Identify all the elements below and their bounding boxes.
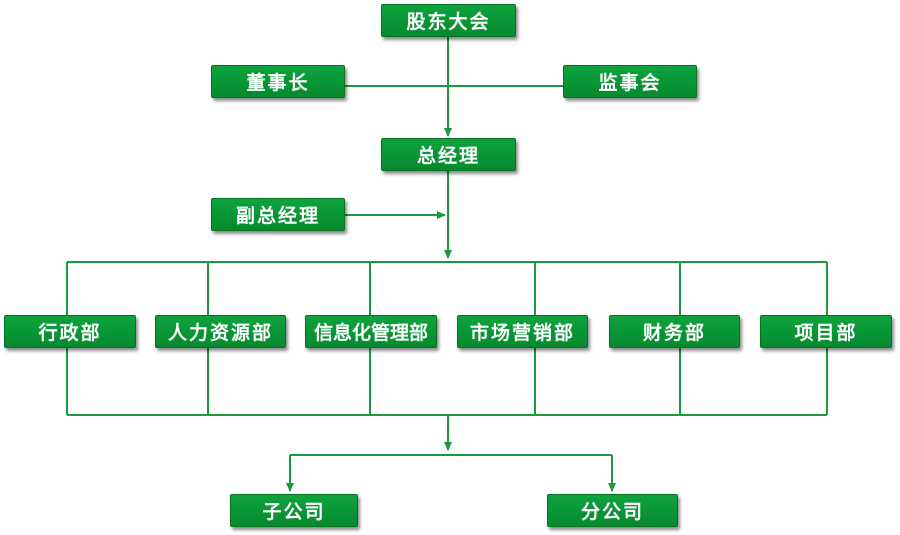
node-deputy-general-manager: 副总经理: [211, 198, 345, 231]
node-dept-finance: 财务部: [609, 315, 740, 348]
node-label: 副总经理: [235, 205, 320, 227]
node-general-manager: 总经理: [381, 138, 516, 171]
node-label: 分公司: [580, 501, 644, 523]
node-label: 监事会: [598, 72, 662, 94]
node-label: 项目部: [794, 322, 858, 344]
node-dept-admin: 行政部: [4, 315, 136, 348]
node-chairman: 董事长: [211, 65, 345, 98]
node-dept-it-management: 信息化管理部: [305, 315, 437, 348]
node-label: 股东大会: [406, 11, 491, 33]
node-dept-hr: 人力资源部: [155, 315, 286, 348]
node-label: 董事长: [246, 72, 310, 94]
node-label: 人力资源部: [167, 322, 273, 344]
node-label: 总经理: [416, 145, 480, 167]
node-supervisory-board: 监事会: [563, 65, 697, 98]
node-label: 财务部: [642, 322, 706, 344]
node-dept-project: 项目部: [760, 315, 892, 348]
node-dept-marketing: 市场营销部: [457, 315, 588, 348]
node-label: 子公司: [262, 501, 326, 523]
node-shareholders-meeting: 股东大会: [381, 4, 516, 37]
node-label: 行政部: [38, 322, 102, 344]
node-label: 市场营销部: [469, 322, 575, 344]
node-label: 信息化管理部: [313, 322, 428, 344]
node-branch-office: 分公司: [547, 494, 678, 527]
node-subsidiary: 子公司: [230, 494, 358, 527]
